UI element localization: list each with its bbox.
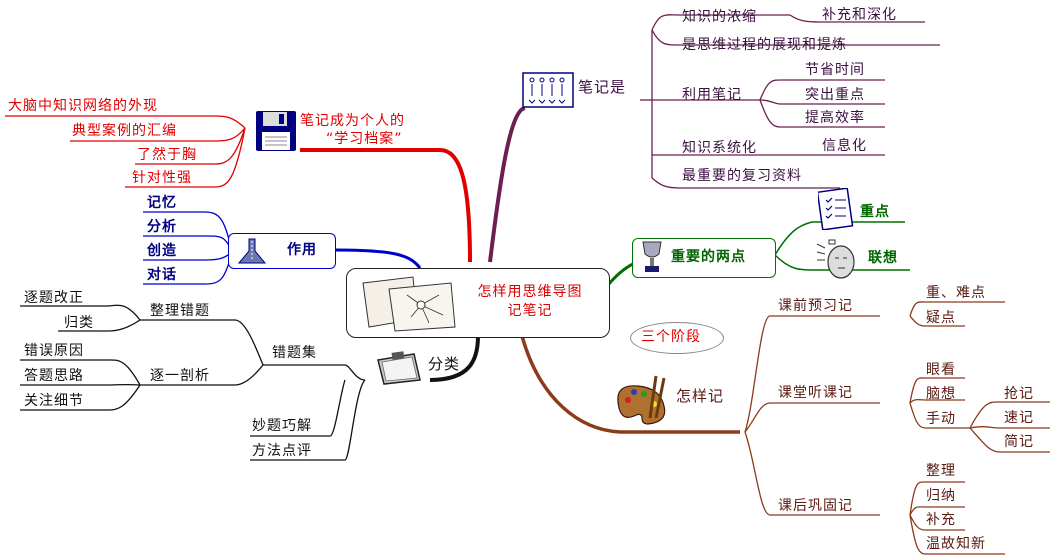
informatize-label: 信息化 xyxy=(822,138,867,154)
save-time-label: 节省时间 xyxy=(805,62,865,78)
crossroads-icon xyxy=(237,238,267,264)
supplement-label: 补充和深化 xyxy=(822,7,897,23)
clipboard-icon xyxy=(377,351,421,385)
before-item-key: 重、难点 xyxy=(926,285,986,301)
archive-label-line2: “学习档案” xyxy=(326,131,403,147)
after-class-label: 课后巩固记 xyxy=(778,498,853,514)
during-item-see: 眼看 xyxy=(926,362,956,378)
sort-item-correct: 逐题改正 xyxy=(24,290,84,306)
function-node: 作用 xyxy=(228,233,336,269)
analyze-item-approach: 答题思路 xyxy=(24,368,84,384)
highlight-label: 突出重点 xyxy=(805,87,865,103)
function-item-memory: 记忆 xyxy=(147,195,177,211)
archive-item-4: 针对性强 xyxy=(132,170,192,186)
during-item-hand: 手动 xyxy=(926,411,956,427)
center-node: 怎样用思维导图 记笔记 xyxy=(346,268,610,338)
method-review-label: 方法点评 xyxy=(252,443,312,459)
archive-label-line1: 笔记成为个人的 xyxy=(300,113,405,129)
notes-checklist-icon xyxy=(522,72,574,108)
sort-errors-label: 整理错题 xyxy=(150,303,210,319)
condensed-label: 知识的浓缩 xyxy=(682,9,757,25)
after-item-review: 温故知新 xyxy=(926,536,986,552)
three-stages-label: 三个阶段 xyxy=(641,329,701,345)
notes-is-label: 笔记是 xyxy=(578,78,627,96)
function-item-create: 创造 xyxy=(147,243,177,259)
during-class-label: 课堂听课记 xyxy=(778,385,853,401)
before-item-doubt: 疑点 xyxy=(926,310,956,326)
analyze-item-cause: 错误原因 xyxy=(24,343,84,359)
function-item-dialog: 对话 xyxy=(147,267,177,283)
archive-label: 笔记成为个人的 “学习档案” xyxy=(300,112,405,148)
review-label: 最重要的复习资料 xyxy=(682,168,802,184)
thinking-head-icon xyxy=(816,239,855,279)
clever-solution-label: 妙题巧解 xyxy=(252,418,312,434)
center-title: 怎样用思维导图 记笔记 xyxy=(457,283,603,321)
two-points-label: 重要的两点 xyxy=(671,249,746,265)
archive-item-3: 了然于胸 xyxy=(137,147,197,163)
before-class-label: 课前预习记 xyxy=(778,298,853,314)
how-label: 怎样记 xyxy=(676,387,725,405)
hand-item-grab: 抢记 xyxy=(1004,386,1034,402)
efficiency-label: 提高效率 xyxy=(805,110,865,126)
error-set-label: 错题集 xyxy=(272,345,317,361)
after-item-organize: 整理 xyxy=(926,463,956,479)
hand-item-brief: 简记 xyxy=(1004,434,1034,450)
analyze-item-details: 关注细节 xyxy=(24,393,84,409)
archive-item-1: 大脑中知识网络的外现 xyxy=(8,98,158,114)
trophy-icon xyxy=(642,241,662,272)
clipboard-checklist-icon xyxy=(818,188,854,230)
floppy-disk-icon xyxy=(256,111,296,151)
paint-palette-icon xyxy=(617,375,666,425)
center-title-line2: 记笔记 xyxy=(507,303,553,319)
sort-item-categorize: 归类 xyxy=(64,315,94,331)
after-item-summarize: 归纳 xyxy=(926,488,956,504)
three-stages-bubble: 三个阶段 xyxy=(630,322,724,354)
function-item-analyze: 分析 xyxy=(147,219,177,235)
association-label: 联想 xyxy=(868,250,898,266)
two-points-node: 重要的两点 xyxy=(632,238,776,278)
process-label: 是思维过程的展现和提炼 xyxy=(682,37,847,53)
analyze-label: 逐一剖析 xyxy=(150,368,210,384)
during-item-think: 脑想 xyxy=(926,386,956,402)
after-item-supplement: 补充 xyxy=(926,512,956,528)
function-label: 作用 xyxy=(287,242,317,258)
center-title-line1: 怎样用思维导图 xyxy=(477,284,583,300)
archive-item-2: 典型案例的汇编 xyxy=(72,123,177,139)
key-point-label: 重点 xyxy=(860,204,890,220)
mind-map-sketch-icon xyxy=(362,276,456,332)
systematize-label: 知识系统化 xyxy=(682,140,757,156)
hand-item-fast: 速记 xyxy=(1004,410,1034,426)
use-notes-label: 利用笔记 xyxy=(682,87,742,103)
classify-label: 分类 xyxy=(428,355,461,373)
